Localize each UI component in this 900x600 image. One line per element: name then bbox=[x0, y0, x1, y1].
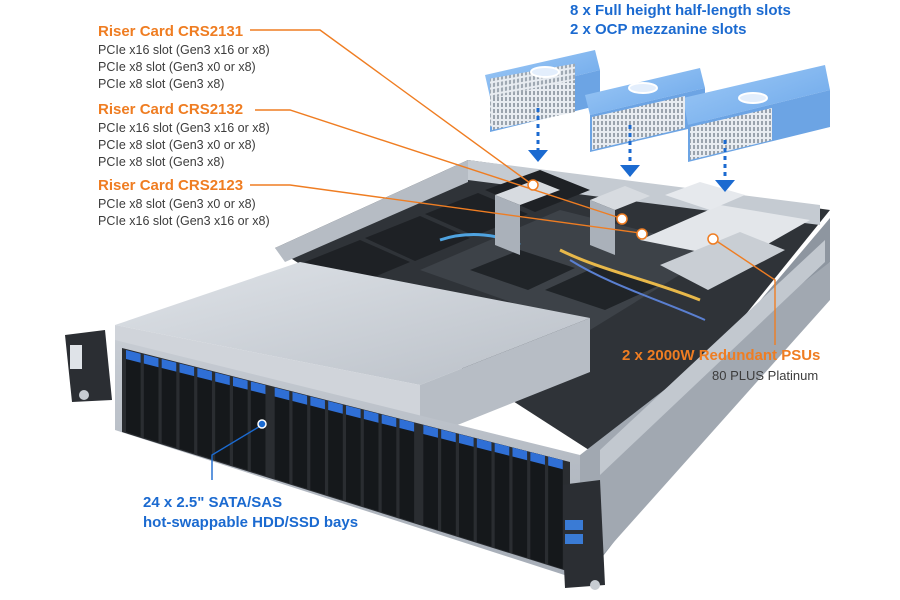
drive-tray-latch bbox=[548, 456, 563, 470]
drive-tray-latch bbox=[346, 405, 361, 419]
drive-tray-latch bbox=[399, 418, 415, 432]
drive-tray-latch bbox=[197, 367, 212, 381]
riser-3-title: Riser Card CRS2123 bbox=[98, 177, 244, 194]
riser-2-title: Riser Card CRS2132 bbox=[98, 101, 244, 118]
usb-port-2 bbox=[565, 534, 583, 544]
chassis-left-wall bbox=[275, 160, 468, 262]
drive-tray-latch bbox=[476, 438, 492, 452]
drive-tray bbox=[215, 372, 230, 465]
front-io-panel bbox=[70, 345, 82, 369]
drive-tray bbox=[126, 350, 141, 437]
drive-tray-latch bbox=[292, 392, 308, 405]
drive-tray-latch bbox=[310, 396, 325, 410]
drive-tray bbox=[381, 414, 397, 517]
leader-lines bbox=[250, 29, 776, 345]
drive-tray-latch bbox=[215, 372, 230, 386]
bays-leader bbox=[211, 424, 263, 480]
drive-tray bbox=[423, 425, 438, 530]
usb-port-1 bbox=[565, 520, 583, 530]
expansion-slots-line-2: 2 x OCP mezzanine slots bbox=[570, 21, 747, 38]
drive-tray-latch bbox=[179, 363, 195, 377]
callout-dots bbox=[527, 179, 719, 245]
drive-tray-latch bbox=[143, 354, 159, 368]
drive-tray-latch bbox=[363, 409, 379, 423]
drive-tray bbox=[512, 447, 528, 558]
drive-tray bbox=[494, 443, 510, 553]
riser-3-slot-1: PCIe x8 slot (Gen3 x0 or x8) bbox=[98, 197, 256, 211]
drive-tray bbox=[233, 376, 248, 471]
expansion-slots-line-1: 8 x Full height half-length slots bbox=[570, 2, 791, 19]
drive-tray-latch bbox=[441, 429, 456, 443]
drive-tray bbox=[441, 429, 456, 536]
top-cover bbox=[115, 262, 590, 385]
insert-arrows bbox=[536, 108, 727, 180]
riser-2-slot-3: PCIe x8 slot (Gen3 x8) bbox=[98, 155, 225, 169]
drive-tray-latch bbox=[250, 381, 266, 395]
riser-2-slot-1: PCIe x16 slot (Gen3 x16 or x8) bbox=[98, 121, 270, 135]
drive-tray-latch bbox=[381, 414, 397, 428]
drive-trays bbox=[126, 350, 563, 569]
drive-tray bbox=[143, 354, 159, 443]
drive-tray bbox=[328, 401, 343, 500]
drive-tray-latch bbox=[274, 387, 290, 401]
psu-bay bbox=[640, 205, 810, 260]
arrow-head-3 bbox=[715, 180, 735, 192]
riser-2-slot-2: PCIe x8 slot (Gen3 x0 or x8) bbox=[98, 138, 256, 152]
drive-tray bbox=[274, 387, 290, 484]
drive-tray-latch bbox=[328, 401, 343, 414]
memory-area-2 bbox=[470, 250, 575, 290]
drive-tray bbox=[363, 409, 379, 512]
drive-tray bbox=[476, 438, 492, 547]
drive-tray bbox=[197, 367, 212, 459]
drive-tray bbox=[292, 392, 308, 489]
bays-callout-dot bbox=[257, 419, 267, 429]
drive-tray-latch bbox=[512, 447, 528, 461]
psu-title: 2 x 2000W Redundant PSUs bbox=[622, 347, 821, 364]
drive-tray-latch bbox=[530, 452, 545, 465]
drive-tray bbox=[530, 452, 545, 564]
arrow-head-1 bbox=[528, 150, 548, 162]
drive-tray bbox=[179, 363, 195, 454]
riser-1-title: Riser Card CRS2131 bbox=[98, 23, 244, 40]
drive-tray-latch bbox=[233, 376, 248, 390]
arrow-head-2 bbox=[620, 165, 640, 177]
drive-tray bbox=[459, 434, 474, 542]
riser-1-slot-3: PCIe x8 slot (Gen3 x8) bbox=[98, 77, 225, 91]
drive-tray-latch bbox=[494, 443, 510, 456]
drive-tray bbox=[310, 396, 325, 495]
drive-tray bbox=[399, 418, 415, 523]
drive-tray-latch bbox=[423, 425, 438, 438]
riser-1-slot-1: PCIe x16 slot (Gen3 x16 or x8) bbox=[98, 43, 270, 57]
drive-bays-line-1: 24 x 2.5" SATA/SAS bbox=[143, 494, 283, 511]
drive-tray bbox=[346, 405, 361, 506]
cable-bundle bbox=[559, 248, 701, 302]
drive-tray bbox=[250, 381, 266, 476]
psu-subtitle: 80 PLUS Platinum bbox=[712, 368, 819, 383]
drive-tray-latch bbox=[459, 434, 474, 447]
riser-3-slot-2: PCIe x16 slot (Gen3 x16 or x8) bbox=[98, 214, 270, 228]
drive-tray bbox=[548, 456, 563, 569]
drive-tray-latch bbox=[161, 358, 177, 372]
drive-bays-line-2: hot-swappable HDD/SSD bays bbox=[143, 514, 359, 531]
riser-1-slot-2: PCIe x8 slot (Gen3 x0 or x8) bbox=[98, 60, 256, 74]
drive-tray-latch bbox=[126, 350, 141, 363]
drive-tray bbox=[161, 358, 177, 448]
